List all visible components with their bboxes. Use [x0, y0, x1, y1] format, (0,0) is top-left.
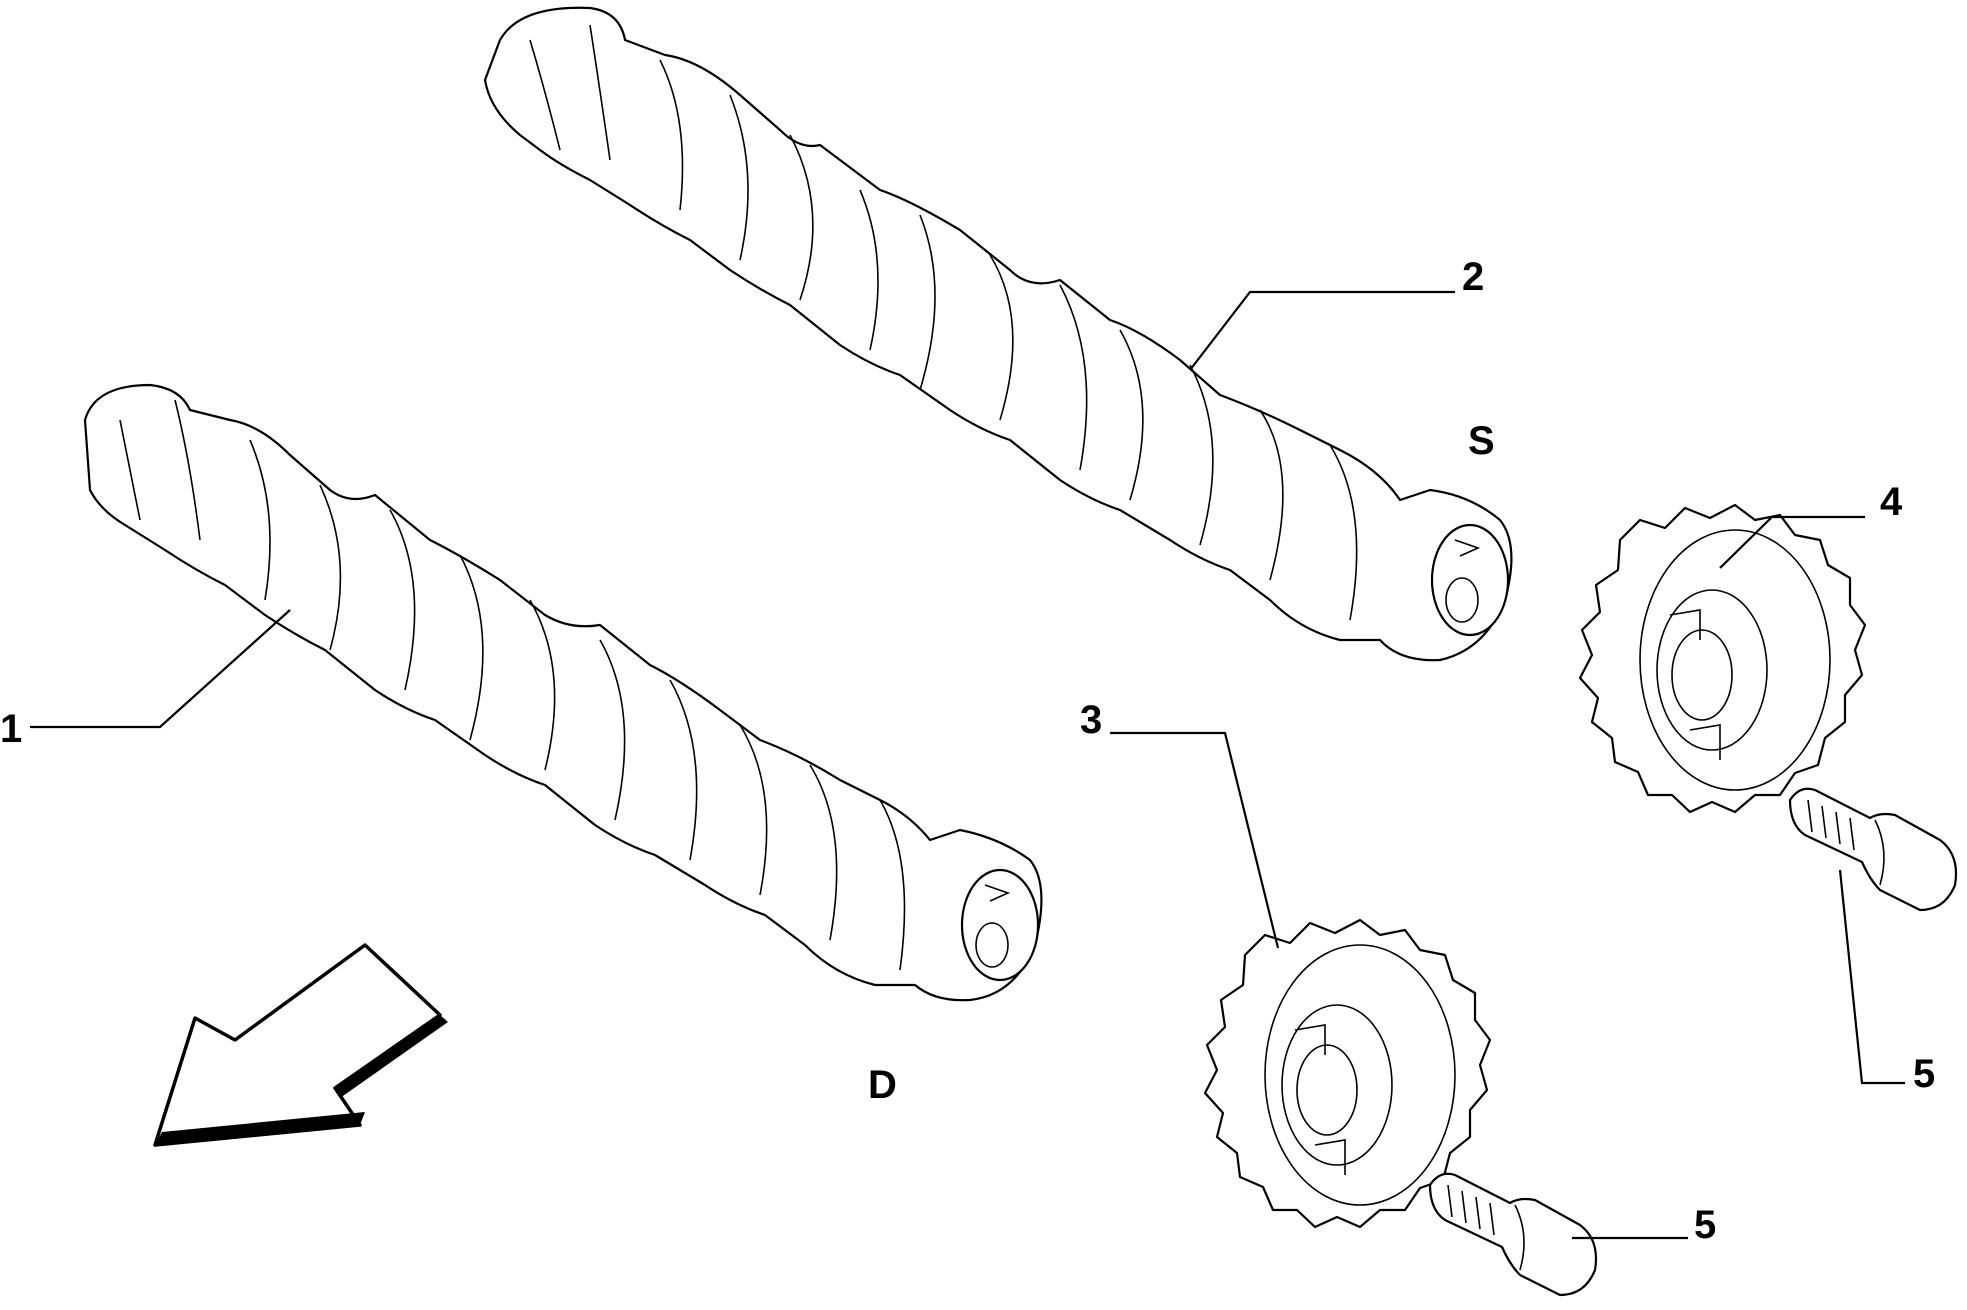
leader-lines [30, 290, 1905, 1240]
leader-3 [1110, 731, 1280, 949]
callout-1: 1 [0, 707, 22, 751]
side-label-s: S [1468, 419, 1495, 463]
callout-labels: 1 2 3 4 5 5 S D [0, 255, 1935, 1247]
camshaft-gear-upper [1578, 503, 1867, 814]
direction-arrow [153, 943, 448, 1147]
leader-5a [1838, 869, 1905, 1085]
callout-5-upper: 5 [1913, 1052, 1935, 1096]
callout-4: 4 [1880, 480, 1903, 524]
gear-bolt-upper [1788, 787, 1958, 912]
gear-bolt-lower [1428, 1172, 1598, 1297]
callout-5-lower: 5 [1694, 1203, 1716, 1247]
camshaft-lower [83, 383, 1043, 1002]
side-label-d: D [868, 1063, 897, 1107]
callout-3: 3 [1080, 698, 1102, 742]
leader-1 [30, 609, 291, 729]
camshaft-upper [483, 6, 1513, 662]
callout-2: 2 [1462, 255, 1484, 299]
leader-4 [1719, 515, 1865, 569]
leader-2 [1189, 290, 1455, 371]
